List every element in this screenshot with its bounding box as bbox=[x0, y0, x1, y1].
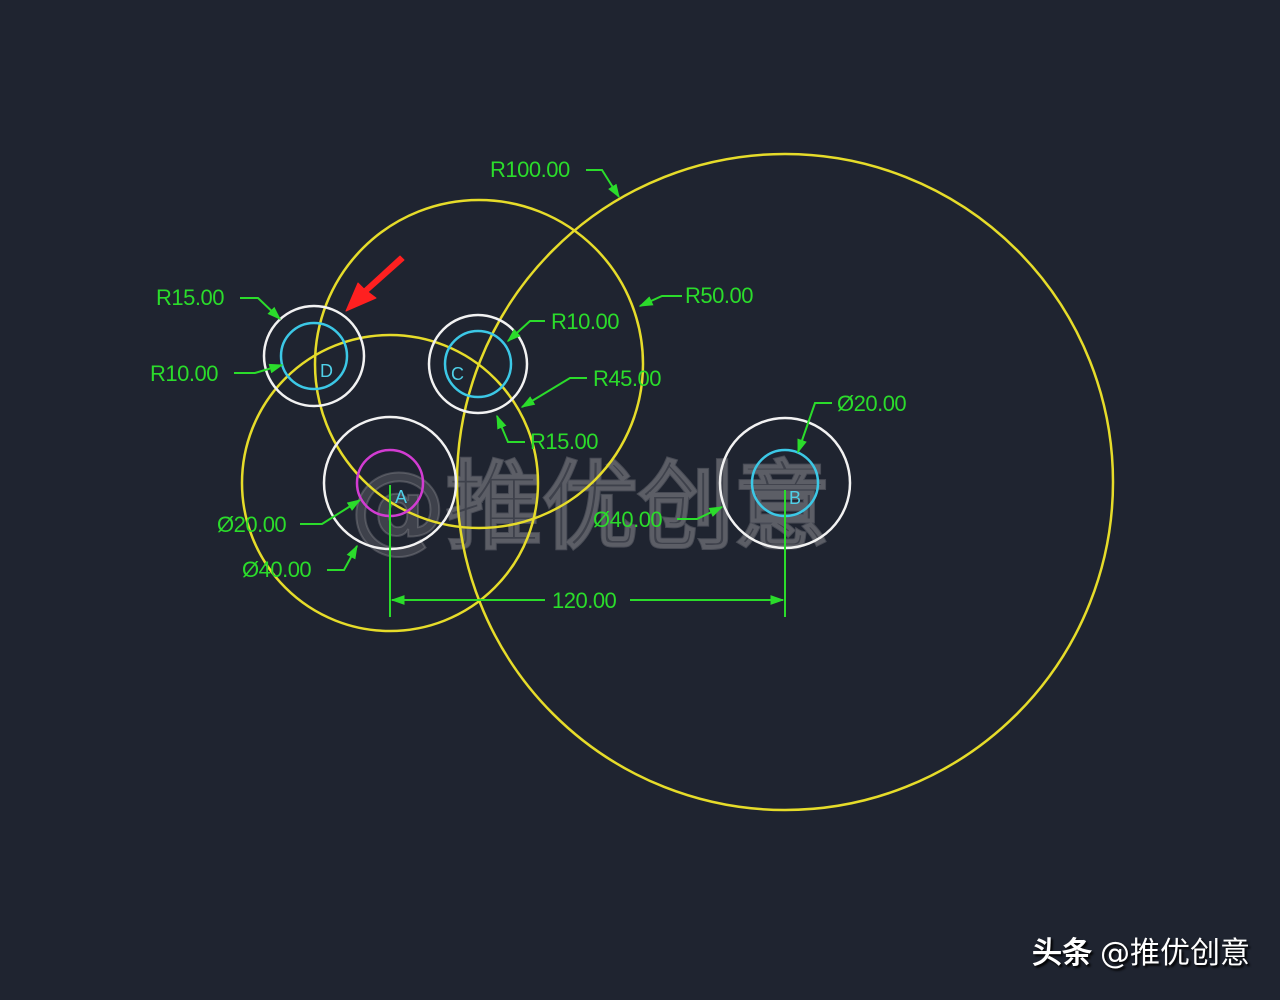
dimension-dia40-a[interactable]: Ø40.00 bbox=[242, 544, 358, 582]
watermark: @推优创意 bbox=[350, 451, 830, 563]
construction-circle-r50[interactable] bbox=[313, 198, 645, 530]
dimension-r15-c[interactable]: R15.00 bbox=[496, 414, 599, 454]
dimension-text-r15-c: R15.00 bbox=[530, 429, 598, 454]
dimension-text-r50: R50.00 bbox=[685, 283, 753, 308]
label-c: C bbox=[451, 364, 464, 384]
dimension-r15-d[interactable]: R15.00 bbox=[156, 285, 282, 320]
dimension-text-dia40-b: Ø40.00 bbox=[593, 507, 662, 532]
dimension-text-r10-d: R10.00 bbox=[150, 361, 218, 386]
credit-handle: @推优创意 bbox=[1100, 936, 1250, 971]
dimension-text-120: 120.00 bbox=[552, 588, 617, 613]
circle-c-outer[interactable] bbox=[427, 313, 529, 415]
label-b: B bbox=[789, 488, 801, 508]
dimension-r10-d[interactable]: R10.00 bbox=[150, 361, 284, 386]
circle-c-inner[interactable] bbox=[443, 329, 513, 399]
dimension-text-dia20-a: Ø20.00 bbox=[217, 512, 286, 537]
dimension-text-r45: R45.00 bbox=[593, 366, 661, 391]
dimension-r100[interactable]: R100.00 bbox=[490, 157, 620, 199]
source-credit: 头条@推优创意 bbox=[1032, 928, 1250, 972]
circle-d-outer[interactable] bbox=[262, 304, 366, 408]
dimension-text-dia20-b: Ø20.00 bbox=[837, 391, 906, 416]
construction-circle-r45[interactable] bbox=[240, 333, 540, 633]
dimension-text-r10-c: R10.00 bbox=[551, 309, 619, 334]
dimension-dia20-b[interactable]: Ø20.00 bbox=[797, 391, 907, 454]
dimension-r45[interactable]: R45.00 bbox=[520, 366, 662, 408]
credit-brand: 头条 bbox=[1032, 936, 1092, 971]
dimension-text-r100: R100.00 bbox=[490, 157, 570, 182]
highlight-arrow-icon bbox=[345, 255, 405, 312]
point-c-group[interactable]: C bbox=[427, 313, 529, 415]
dimension-text-dia40-a: Ø40.00 bbox=[242, 557, 311, 582]
dimension-r50[interactable]: R50.00 bbox=[638, 283, 754, 308]
dimension-text-r15-d: R15.00 bbox=[156, 285, 224, 310]
dimension-r10-c[interactable]: R10.00 bbox=[506, 309, 620, 342]
dimension-dia40-b[interactable]: Ø40.00 bbox=[593, 506, 724, 532]
label-a: A bbox=[395, 487, 407, 507]
dimension-distance-ab[interactable]: 120.00 bbox=[390, 588, 785, 613]
circle-d-inner[interactable] bbox=[279, 321, 349, 391]
dimension-dia20-a[interactable]: Ø20.00 bbox=[217, 499, 362, 537]
label-d: D bbox=[320, 361, 333, 381]
point-d-group[interactable]: D bbox=[262, 304, 366, 408]
